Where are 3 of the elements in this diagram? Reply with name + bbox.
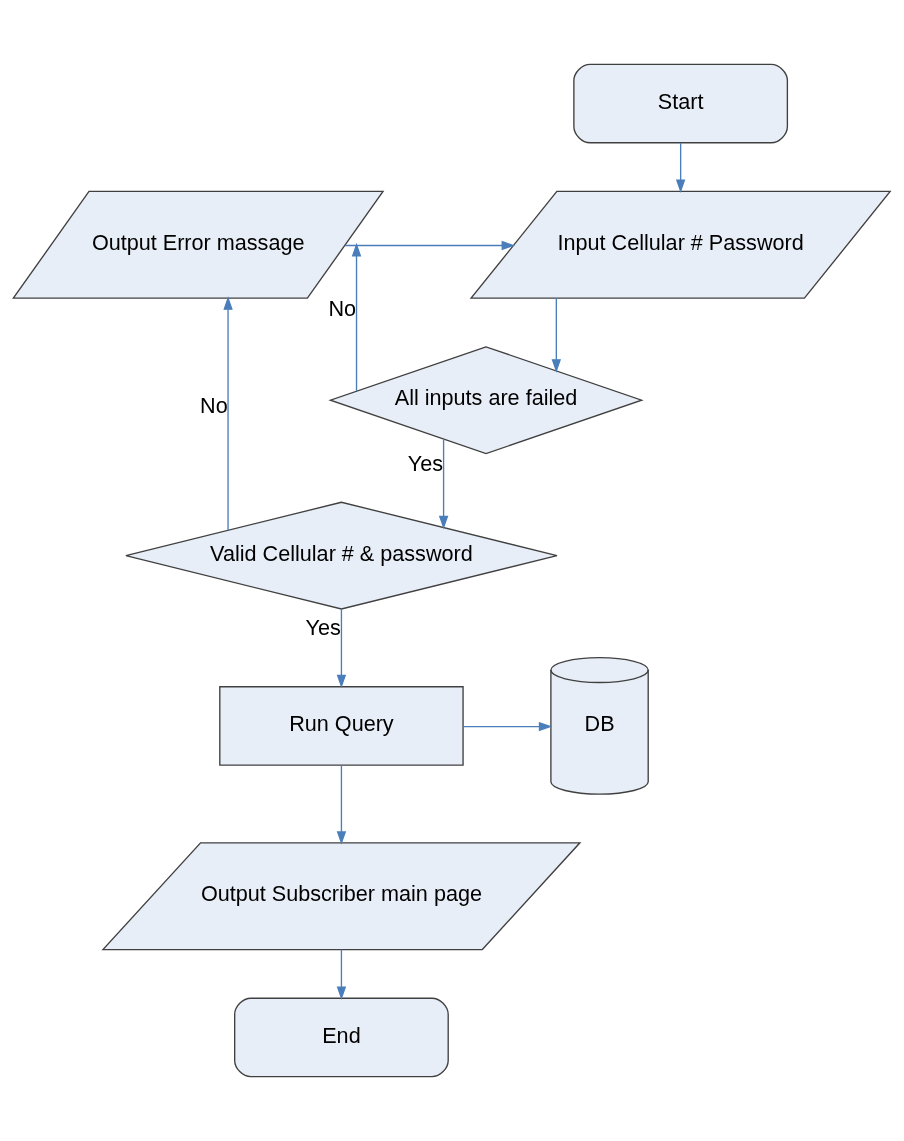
edge-label: No xyxy=(328,296,357,322)
edge-label: No xyxy=(200,392,228,418)
edge-label: Yes xyxy=(305,615,341,641)
